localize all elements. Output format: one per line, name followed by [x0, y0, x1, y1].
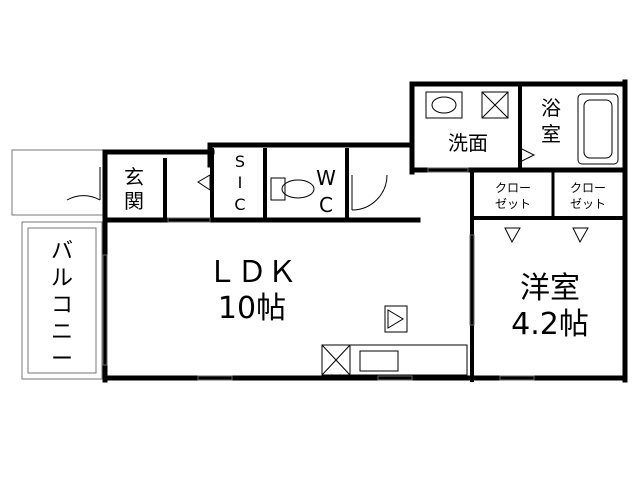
closet-b-label-2: ゼット [570, 197, 606, 211]
washroom-label: 洗面 [448, 131, 488, 155]
wc-door [351, 174, 388, 211]
toilet-fixture [270, 177, 315, 201]
balcony-label-3: コ [51, 293, 73, 318]
sic-label-1: S [235, 152, 245, 171]
entrance-label-2: 関 [124, 189, 144, 213]
kitchen-counter [321, 305, 468, 376]
washing-machine [481, 91, 509, 119]
closet-a-label-1: クロー [495, 181, 531, 195]
entrance-door [66, 167, 101, 201]
ldk-size: 10帖 [218, 291, 286, 326]
western-room-label: 洋室 [520, 271, 580, 306]
balcony-label-5: ー [51, 347, 73, 372]
bath-label-2: 室 [541, 122, 561, 146]
ldk-label: ＬＤＫ [207, 255, 297, 290]
wash-basin [425, 91, 463, 119]
openings [102, 167, 535, 381]
wc-label-2: C [319, 193, 333, 217]
closet-b-label-1: クロー [570, 181, 606, 195]
bathtub [577, 93, 619, 165]
balcony-label-4: ニ [51, 320, 73, 345]
closet-a-label-2: ゼット [495, 197, 531, 211]
balcony-label-2: ル [51, 266, 73, 291]
balcony-label-1: バ [51, 239, 73, 264]
wc-label-1: W [316, 166, 336, 190]
entrance-label-1: 玄 [124, 165, 144, 189]
arrow-marks [197, 147, 589, 244]
western-room-size: 4.2帖 [511, 307, 589, 342]
sic-label-3: C [234, 195, 245, 214]
walls [102, 79, 628, 383]
bath-label-1: 浴 [541, 96, 561, 120]
sic-label-2: I [238, 173, 243, 192]
